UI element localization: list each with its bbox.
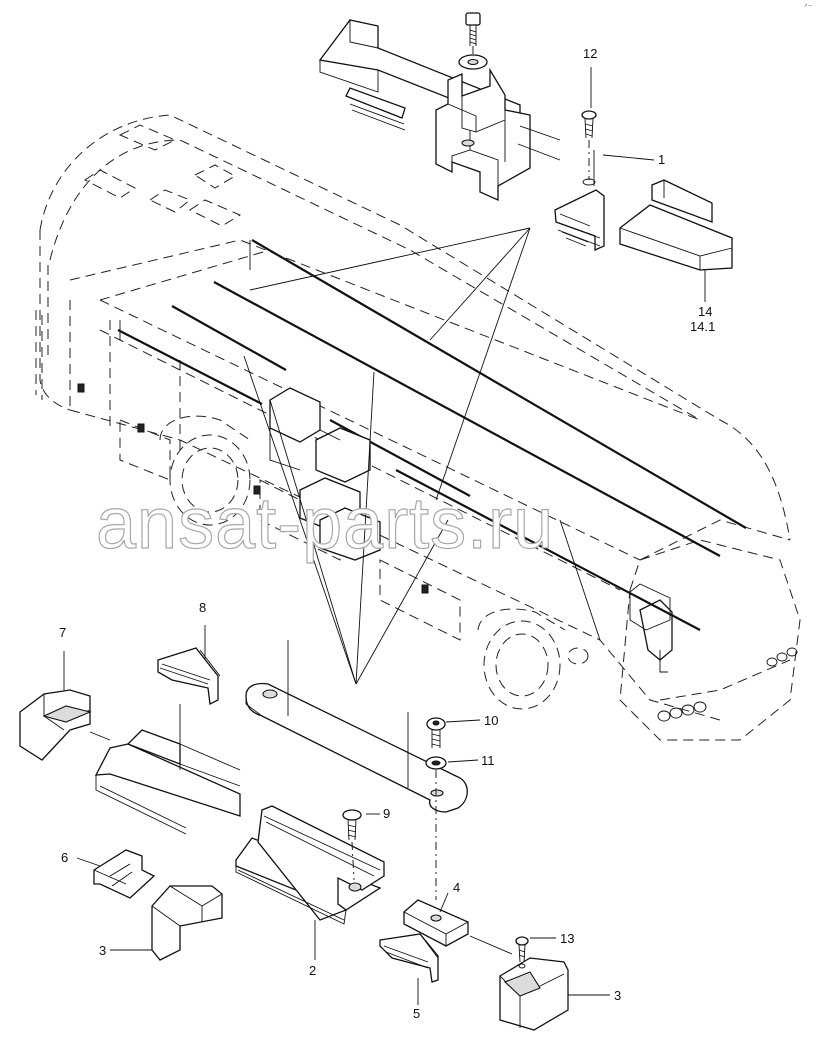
callout-13: 13 xyxy=(560,931,574,946)
roof-rails xyxy=(117,239,747,631)
washer-11 xyxy=(425,756,447,900)
callout-2: 2 xyxy=(309,963,316,978)
mounting-plate xyxy=(245,640,468,813)
bolt-10 xyxy=(426,717,446,748)
end-cap-3-left xyxy=(151,885,223,961)
strip-5 xyxy=(379,933,439,983)
callout-5: 5 xyxy=(413,1006,420,1021)
spacer-block-4 xyxy=(403,899,513,955)
mounting-bracket xyxy=(435,67,531,202)
callout-leaders xyxy=(63,67,706,1005)
callout-6: 6 xyxy=(61,850,68,865)
mid-bracket-stack xyxy=(269,387,671,631)
bottom-detail-assembly xyxy=(19,640,569,1031)
screw-12 xyxy=(581,110,597,186)
watermark: ansat-parts.ru xyxy=(96,484,554,564)
clip-6 xyxy=(93,849,156,899)
screw-13 xyxy=(515,936,529,969)
callout-4: 4 xyxy=(453,880,460,895)
callout-7: 7 xyxy=(59,625,66,640)
leader-lines xyxy=(243,150,601,685)
corner-mark: ᐟ⁻ xyxy=(804,2,813,12)
bay-latch-3 xyxy=(253,485,261,495)
callout-1: 1 xyxy=(658,152,665,167)
callout-11: 11 xyxy=(481,753,495,768)
callout-14-1: 14.1 xyxy=(690,319,715,334)
callout-3-left: 3 xyxy=(99,943,106,958)
callout-14: 14 xyxy=(698,304,712,319)
callout-12: 12 xyxy=(583,46,597,61)
strip-8 xyxy=(157,647,221,770)
mirror xyxy=(639,599,673,661)
profile-upper xyxy=(94,729,241,835)
end-cap-3-right xyxy=(499,957,569,1031)
end-cap-14 xyxy=(619,179,733,271)
end-cap-7 xyxy=(19,689,111,761)
callout-labels: 1 2 3 3 4 5 6 7 8 9 10 11 12 13 14 14.1 xyxy=(59,46,715,1021)
bay-latch-2 xyxy=(137,423,145,433)
profile-lower xyxy=(235,805,385,925)
screw-9 xyxy=(342,809,362,881)
front-wheel xyxy=(159,415,251,526)
rear-wheel xyxy=(477,608,589,710)
bay-latch-1 xyxy=(77,383,85,393)
bay-latch-4 xyxy=(421,584,429,594)
callout-9: 9 xyxy=(383,806,390,821)
callout-10: 10 xyxy=(484,713,498,728)
bolt-top xyxy=(458,12,488,70)
rail-strip-top xyxy=(345,87,406,119)
rail-segment-mid xyxy=(554,189,605,252)
callout-3-right: 3 xyxy=(614,988,621,1003)
headlights xyxy=(657,647,798,722)
callout-8: 8 xyxy=(199,600,206,615)
top-detail-assembly xyxy=(318,12,733,271)
